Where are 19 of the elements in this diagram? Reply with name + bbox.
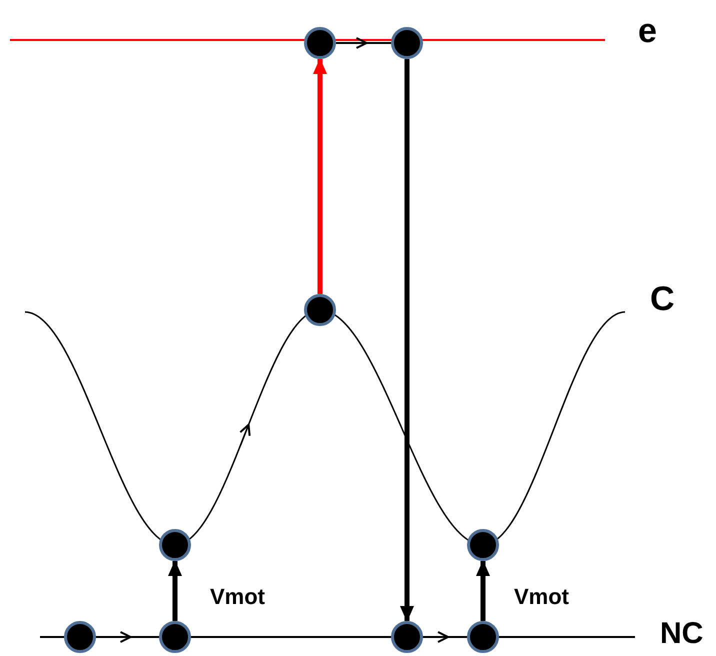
arrow <box>96 631 132 643</box>
arrow <box>336 37 368 49</box>
particle-dot <box>64 621 96 653</box>
level-label: NC <box>660 617 704 651</box>
arrow <box>423 631 449 643</box>
particle-dot <box>467 621 499 653</box>
particle-dot <box>467 529 499 561</box>
particle-dot <box>159 621 191 653</box>
level-label: e <box>638 12 657 51</box>
particle-dot <box>304 27 336 59</box>
arrow <box>313 58 327 294</box>
arrow <box>476 560 490 621</box>
particle-dot <box>391 27 423 59</box>
particle-dot <box>391 621 423 653</box>
particle-dot <box>304 294 336 326</box>
level-label: C <box>650 280 675 319</box>
arrow <box>168 560 182 621</box>
particle-dot <box>159 529 191 561</box>
arrow <box>400 59 414 622</box>
